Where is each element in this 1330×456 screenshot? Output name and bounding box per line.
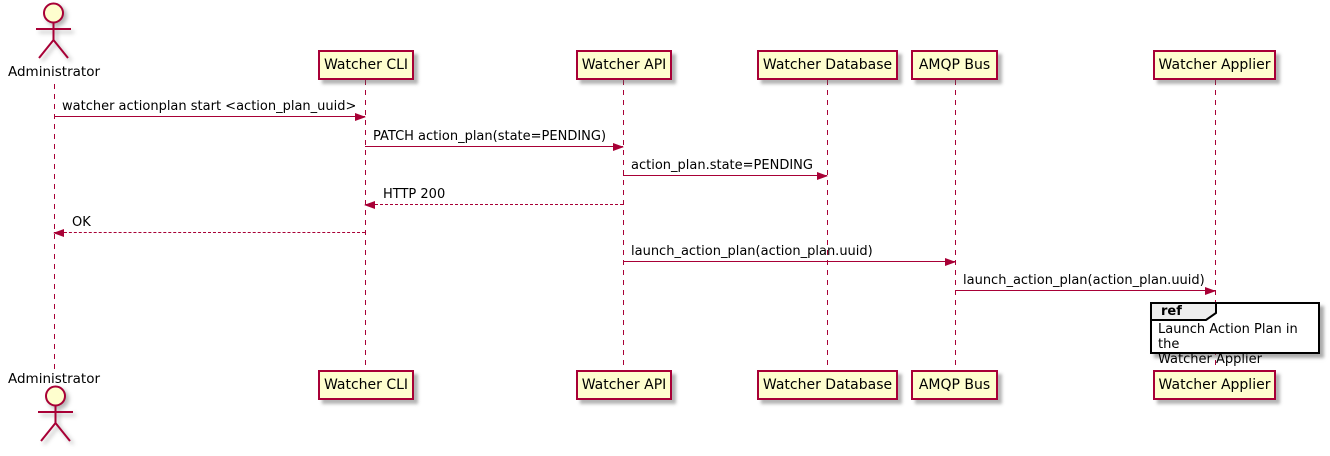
lifeline-watcher-applier [1215, 80, 1216, 370]
message-3-line [623, 175, 827, 176]
ref-tab-icon [1150, 302, 1217, 321]
message-2: PATCH action_plan(state=PENDING) [365, 127, 624, 151]
ref-keyword: ref [1161, 304, 1182, 319]
actor-icon [36, 2, 71, 59]
message-5-line [54, 232, 365, 233]
lifeline-administrator [54, 84, 55, 370]
message-6: launch_action_plan(action_plan.uuid) [623, 242, 956, 266]
message-1: watcher actionplan start <action_plan_uu… [54, 97, 366, 121]
participant-watcher-cli-bottom: Watcher CLI [318, 370, 414, 400]
participant-amqp-bus-top: AMQP Bus [911, 50, 998, 80]
message-4-label: HTTP 200 [383, 187, 446, 202]
participant-watcher-database-top: Watcher Database [757, 50, 898, 80]
participant-watcher-api-top: Watcher API [576, 50, 672, 80]
message-1-label: watcher actionplan start <action_plan_uu… [62, 99, 357, 114]
lifeline-watcher-cli [365, 80, 366, 370]
message-3: action_plan.state=PENDING [623, 156, 828, 180]
message-6-label: launch_action_plan(action_plan.uuid) [631, 244, 873, 259]
participant-watcher-api-bottom: Watcher API [576, 370, 672, 400]
message-7: launch_action_plan(action_plan.uuid) [955, 271, 1216, 295]
message-2-line [365, 146, 623, 147]
arrowhead-right-icon [817, 172, 828, 180]
lifeline-amqp-bus [955, 80, 956, 370]
participant-watcher-applier-top: Watcher Applier [1153, 50, 1276, 80]
actor-label-top: Administrator [7, 64, 101, 80]
actor-icon [38, 385, 73, 442]
message-1-line [54, 116, 365, 117]
message-7-line [955, 290, 1215, 291]
arrowhead-right-icon [945, 258, 956, 266]
message-7-label: launch_action_plan(action_plan.uuid) [963, 273, 1205, 288]
arrowhead-right-icon [355, 113, 366, 121]
message-5-label: OK [72, 215, 91, 230]
message-4: HTTP 200 [364, 185, 623, 209]
participant-amqp-bus-bottom: AMQP Bus [911, 370, 998, 400]
lifeline-watcher-database [827, 80, 828, 370]
message-5: OK [53, 213, 365, 237]
arrowhead-right-icon [613, 143, 624, 151]
ref-fragment: ref Launch Action Plan in the Watcher Ap… [1150, 302, 1320, 367]
participant-watcher-cli-top: Watcher CLI [318, 50, 414, 80]
message-2-label: PATCH action_plan(state=PENDING) [373, 129, 607, 144]
message-6-line [623, 261, 955, 262]
message-3-label: action_plan.state=PENDING [631, 158, 813, 173]
participant-watcher-database-bottom: Watcher Database [757, 370, 898, 400]
participant-watcher-applier-bottom: Watcher Applier [1153, 370, 1276, 400]
ref-body-text: Launch Action Plan in the Watcher Applie… [1158, 322, 1298, 367]
actor-label-bottom: Administrator [7, 371, 101, 387]
lifeline-watcher-api [623, 80, 624, 370]
arrowhead-left-icon [53, 229, 64, 237]
message-4-line [365, 204, 623, 205]
arrowhead-right-icon [1205, 287, 1216, 295]
arrowhead-left-icon [364, 201, 375, 209]
